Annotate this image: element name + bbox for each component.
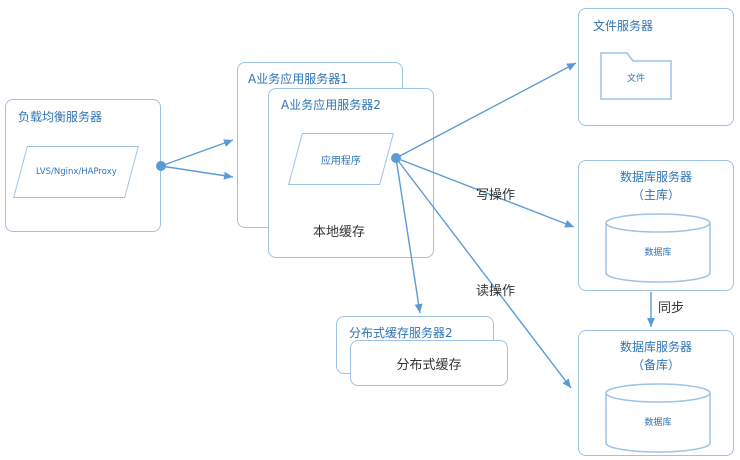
local-cache-label: 本地缓存 [313,225,366,240]
db-backup-node: 数据库服务器 （备库） 数据库 [578,330,734,456]
db-primary-title: 数据库服务器 [619,170,692,184]
application-parallelogram: 应用程序 [288,133,394,185]
distributed-cache-title: 分布式缓存服务器2 [349,326,453,340]
folder-icon [600,52,672,100]
application-label: 应用程序 [321,155,361,167]
file-server-title: 文件服务器 [593,19,654,33]
read-operation-label: 读操作 [476,284,516,299]
database-cylinder-icon [605,213,711,283]
app-server-2-title: A业务应用服务器2 [281,98,381,112]
db-primary-node: 数据库服务器 （主库） 数据库 [578,160,734,291]
load-balancer-node: 负载均衡服务器 LVS/Nginx/HAProxy [5,99,161,232]
distributed-cache-label: 分布式缓存 [396,357,462,373]
load-balancer-parallelogram: LVS/Nginx/HAProxy [13,146,139,198]
file-label: 文件 [626,74,645,84]
db-backup-title: 数据库服务器 [619,340,692,354]
app-server-1-title: A业务应用服务器1 [248,72,348,86]
write-operation-label: 写操作 [476,188,516,203]
sync-label: 同步 [658,301,685,316]
db-primary-label: 数据库 [644,248,672,258]
distributed-cache-front-node: 分布式缓存 [350,340,508,386]
db-backup-subtitle: （备库） [631,358,680,372]
edge-lb-to-app-upper [160,139,234,167]
file-server-node: 文件服务器 文件 [578,8,734,126]
db-backup-label: 数据库 [644,418,672,428]
database-cylinder-icon [605,383,711,453]
db-primary-subtitle: （主库） [631,188,680,202]
app-server-2-node: A业务应用服务器2 应用程序 本地缓存 [268,88,434,258]
load-balancer-component-label: LVS/Nginx/HAProxy [35,167,117,177]
load-balancer-title: 负载均衡服务器 [18,110,103,124]
edge-lb-to-app-lower [160,165,234,180]
